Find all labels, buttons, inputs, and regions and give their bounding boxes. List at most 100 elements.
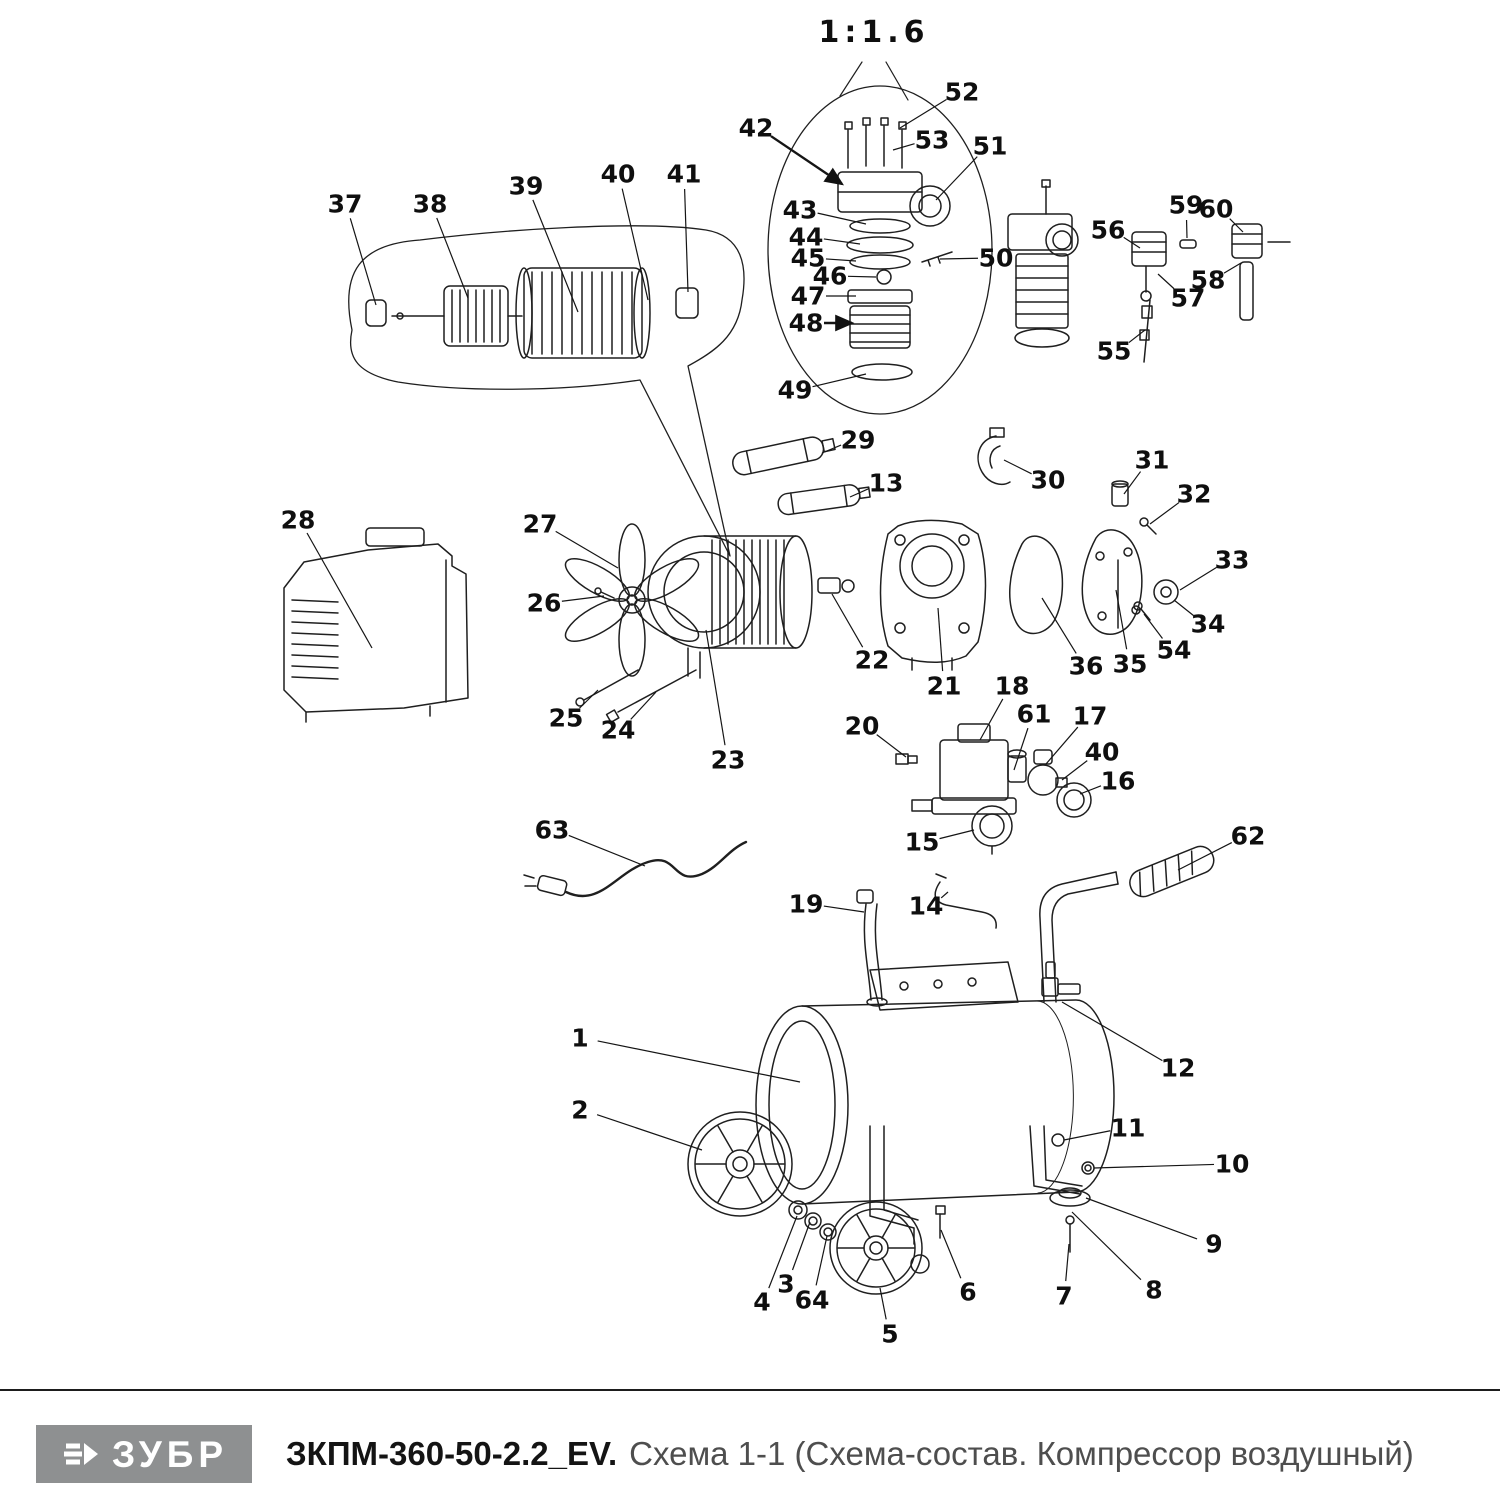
callout-label-7: 7 <box>1055 1282 1072 1311</box>
part-bolt-7 <box>1065 1215 1075 1253</box>
callout-leader-17 <box>1045 726 1079 765</box>
head-assembly-bubble <box>767 85 993 415</box>
part-fitting-31 <box>1111 480 1129 507</box>
callout-label-41: 41 <box>667 160 702 189</box>
callout-label-42: 42 <box>739 114 774 143</box>
part-pin-59 <box>1179 239 1197 249</box>
callout-label-3: 3 <box>777 1270 794 1299</box>
callout-label-19: 19 <box>789 890 824 919</box>
callout-leader-55 <box>1128 329 1146 344</box>
callout-label-16: 16 <box>1101 767 1136 796</box>
model-code: ЗКПМ-360-50-2.2_EV. <box>286 1435 618 1472</box>
callout-leader-2 <box>596 1114 703 1151</box>
part-nut-11 <box>1051 1133 1065 1147</box>
part-screw-32 <box>1139 517 1157 535</box>
callout-label-32: 32 <box>1177 480 1212 509</box>
part-head-bolts-52-53 <box>844 117 907 169</box>
callout-label-10: 10 <box>1215 1150 1250 1179</box>
part-muffler-29 <box>732 436 836 476</box>
callout-leader-41 <box>684 188 689 293</box>
callout-leader-37 <box>349 218 377 306</box>
callout-leader-31 <box>1123 471 1142 495</box>
callout-leader-38 <box>436 217 469 299</box>
callout-label-31: 31 <box>1135 446 1170 475</box>
part-grip-62 <box>1129 845 1215 898</box>
callout-label-59: 59 <box>1169 191 1204 220</box>
callout-label-24: 24 <box>601 716 636 745</box>
callout-leader-36 <box>1041 597 1077 654</box>
callout-label-64: 64 <box>795 1286 830 1315</box>
part-power-cord-63 <box>523 840 748 898</box>
callout-label-6: 6 <box>959 1278 976 1307</box>
part-bolt-25 <box>575 669 639 707</box>
part-shaft-22 <box>817 577 855 594</box>
callout-label-5: 5 <box>881 1320 898 1349</box>
pump-assembly <box>1007 179 1079 348</box>
callout-leader-56 <box>1123 236 1141 249</box>
callout-label-40: 40 <box>1085 738 1120 767</box>
callout-leader-53 <box>892 143 915 151</box>
part-leg-right <box>1029 1125 1083 1195</box>
part-crankcase-21 <box>879 519 987 671</box>
callout-leader-12 <box>1061 1001 1163 1062</box>
part-cylinder-48 <box>849 305 911 349</box>
callout-leader-29 <box>821 444 842 454</box>
part-gauge-15 <box>971 805 1013 855</box>
callout-leader-49 <box>812 373 867 388</box>
part-gasket-49 <box>851 363 913 381</box>
part-platform <box>869 961 1019 1011</box>
part-sleeve-37 <box>365 299 387 327</box>
callout-leader-19 <box>823 905 865 913</box>
callout-label-22: 22 <box>855 646 890 675</box>
part-foot-9 <box>1049 1187 1091 1207</box>
callout-label-58: 58 <box>1191 266 1226 295</box>
part-washers-3-4-64 <box>788 1200 837 1241</box>
part-gauge-16 <box>1056 782 1092 818</box>
callout-label-15: 15 <box>905 828 940 857</box>
zubr-arrow-icon <box>63 1443 98 1465</box>
caption: ЗКПМ-360-50-2.2_EV. Схема 1-1 (Схема-сос… <box>286 1425 1414 1483</box>
part-muffler-13 <box>777 484 871 516</box>
callout-label-13: 13 <box>869 469 904 498</box>
callout-label-20: 20 <box>845 712 880 741</box>
callout-leader-34 <box>1173 599 1194 616</box>
part-outlet-pipe-19 <box>856 889 888 1007</box>
callout-label-40: 40 <box>601 160 636 189</box>
callout-leader-57 <box>1157 273 1175 290</box>
callout-leader-27 <box>555 530 619 569</box>
part-tank-1 <box>755 999 1115 1205</box>
callout-leader-42 <box>770 135 844 186</box>
callout-label-53: 53 <box>915 126 950 155</box>
callout-label-57: 57 <box>1171 284 1206 313</box>
callout-label-52: 52 <box>945 78 980 107</box>
callout-leader-62 <box>1177 842 1233 871</box>
callout-leader-16 <box>1079 785 1102 795</box>
callout-leader-32 <box>1149 501 1180 525</box>
callout-label-36: 36 <box>1069 652 1104 681</box>
callout-label-18: 18 <box>995 672 1030 701</box>
callout-leader-15 <box>939 829 975 840</box>
callout-leader-3 <box>791 1221 811 1271</box>
part-wheel-5 <box>829 1201 930 1295</box>
part-housing-28 <box>283 527 469 723</box>
part-pin-50 <box>921 251 953 267</box>
callout-label-47: 47 <box>791 282 826 311</box>
part-motor-23 <box>647 535 813 679</box>
callout-label-61: 61 <box>1017 700 1052 729</box>
callout-leader-11 <box>1063 1130 1111 1141</box>
part-sleeve-41 <box>675 287 699 319</box>
callout-leader-5 <box>879 1287 887 1320</box>
callout-leader-39 <box>532 199 579 313</box>
part-washer-10 <box>1081 1161 1095 1175</box>
motor-assembly-bubble <box>348 225 745 557</box>
part-rod-55 <box>1139 299 1153 363</box>
callout-leader-10 <box>1093 1163 1215 1169</box>
callout-label-35: 35 <box>1113 650 1148 679</box>
part-stator-39 <box>515 267 651 359</box>
callout-leader-45 <box>825 258 857 262</box>
callout-label-62: 62 <box>1231 822 1266 851</box>
callout-label-28: 28 <box>281 506 316 535</box>
